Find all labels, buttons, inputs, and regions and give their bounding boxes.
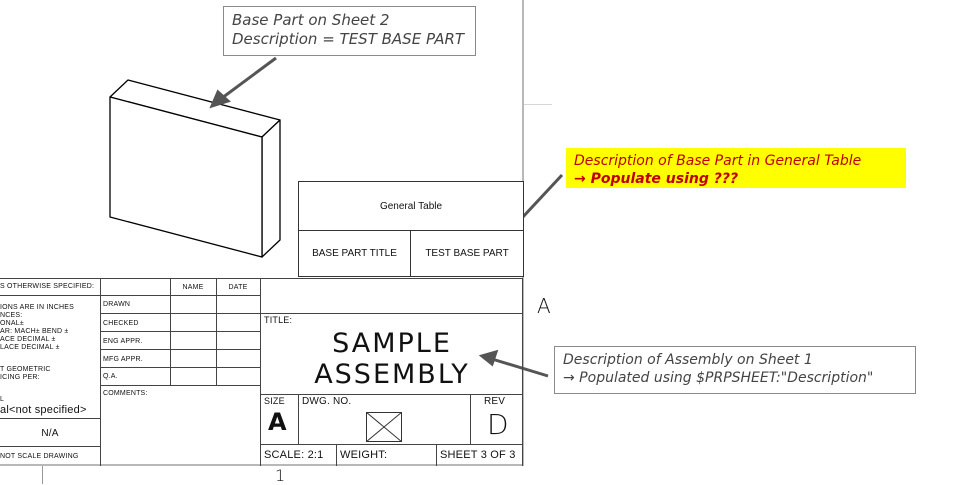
sheet-edge-line	[42, 466, 43, 484]
tb-row-comments: COMMENTS:	[103, 390, 148, 397]
tb-size-label: SIZE	[264, 396, 285, 406]
tb-scale: SCALE: 2:1	[264, 449, 324, 461]
tb-three-place: LACE DECIMAL ±	[0, 344, 60, 351]
tb-rev-value: D	[487, 408, 509, 441]
tb-do-not-scale: NOT SCALE DRAWING	[0, 453, 79, 460]
tb-geometric: T GEOMETRIC	[0, 366, 51, 373]
general-table-value-cell: TEST BASE PART	[425, 247, 509, 259]
callout-general-table-line2: → Populate using ???	[574, 171, 739, 187]
dwg-no-placeholder-icon	[366, 412, 402, 442]
callout-assembly: Description of Assembly on Sheet 1 → Pop…	[554, 346, 916, 394]
tb-col-name: NAME	[182, 284, 204, 291]
tb-unless-specified: S OTHERWISE SPECIFIED:	[0, 283, 95, 290]
tb-fractional: ONAL±	[0, 320, 24, 327]
callout-general-table: Description of Base Part in General Tabl…	[566, 148, 906, 188]
tb-row-drawn: DRAWN	[103, 301, 131, 308]
general-table-title-cell: BASE PART TITLE	[299, 230, 411, 276]
tb-title-label: TITLE:	[264, 315, 293, 325]
tb-title-line2: ASSEMBLY	[314, 359, 470, 390]
tb-title-line1: SAMPLE	[332, 328, 452, 359]
tb-row-mfg: MFG APPR.	[103, 356, 143, 363]
part-front-face	[109, 96, 263, 258]
callout-base-part: Base Part on Sheet 2 Description = TEST …	[223, 6, 476, 56]
tb-finish: N/A	[41, 428, 59, 439]
arrow-assembly	[491, 357, 549, 378]
zone-letter: A	[537, 294, 551, 318]
callout-general-table-line1: Description of Base Part in General Tabl…	[574, 153, 862, 169]
tb-dwg-label: DWG. NO.	[302, 396, 352, 407]
sheet-edge-line	[524, 104, 552, 105]
callout-assembly-line1: Description of Assembly on Sheet 1	[563, 352, 813, 368]
general-table-header: General Table	[299, 182, 523, 231]
arrow-base-part	[221, 56, 277, 100]
tb-tolerancing: ICING PER:	[0, 374, 40, 381]
tb-row-checked: CHECKED	[103, 320, 139, 327]
tb-sheet: SHEET 3 OF 3	[440, 449, 516, 461]
tb-material-label: L	[0, 396, 5, 403]
callout-base-part-line1: Base Part on Sheet 2	[232, 11, 390, 29]
tb-dimension-units: IONS ARE IN INCHES	[0, 304, 75, 311]
callout-base-part-line2: Description = TEST BASE PART	[232, 30, 465, 48]
part-side-face	[261, 119, 281, 258]
tb-two-place: ACE DECIMAL ±	[0, 336, 56, 343]
tb-material: al<not specified>	[0, 404, 87, 416]
tb-row-qa: Q.A.	[103, 373, 118, 380]
tb-angular: AR: MACH± BEND ±	[0, 328, 69, 335]
zone-number: 1	[275, 466, 286, 485]
callout-assembly-line2: → Populated using $PRPSHEET:"Description…	[563, 370, 874, 386]
tb-rev-label: REV	[484, 396, 506, 407]
tb-col-date: DATE	[228, 284, 248, 291]
tb-size-value: A	[268, 408, 287, 436]
tb-row-eng: ENG APPR.	[103, 338, 143, 345]
tb-tolerances: NCES:	[0, 312, 23, 319]
tb-weight: WEIGHT:	[340, 449, 388, 461]
general-table: General Table BASE PART TITLE TEST BASE …	[298, 181, 524, 277]
